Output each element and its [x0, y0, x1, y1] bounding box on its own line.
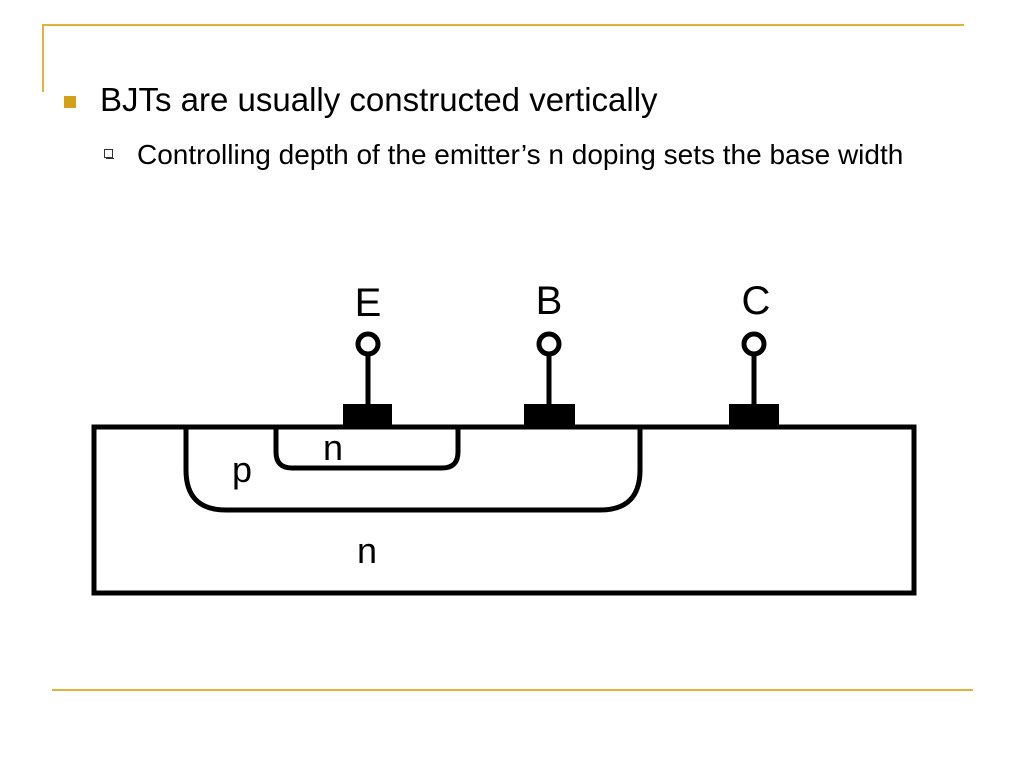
square-bullet-icon	[64, 96, 76, 108]
emitter-n-well	[273, 427, 461, 471]
bullet-level1-text: BJTs are usually constructed vertically	[100, 81, 658, 118]
emitter-terminal-label: E	[355, 281, 382, 325]
collector-contact-pad	[729, 404, 779, 427]
collector-region-label: n	[357, 530, 377, 571]
bullet-level1: BJTs are usually constructed vertically	[64, 80, 658, 120]
base-contact-pad	[524, 404, 575, 427]
bottom-accent-line	[52, 689, 973, 691]
emitter-region-label: n	[323, 427, 343, 468]
emitter-terminal-circle	[355, 331, 381, 357]
hollow-square-bullet-icon	[104, 149, 114, 159]
left-accent-line	[42, 24, 44, 92]
base-region-label: p	[232, 449, 252, 490]
bullet-level2: Controlling depth of the emitter’s n dop…	[104, 136, 917, 174]
base-p-well	[183, 427, 643, 513]
collector-terminal-label: C	[742, 279, 771, 323]
base-terminal-circle	[536, 331, 562, 357]
top-accent-line	[42, 24, 964, 26]
emitter-contact-pad	[343, 404, 392, 427]
bullet-level2-text: Controlling depth of the emitter’s n dop…	[137, 139, 904, 170]
base-terminal-label: B	[536, 279, 563, 323]
collector-substrate	[91, 424, 917, 596]
collector-terminal-circle	[741, 331, 767, 357]
